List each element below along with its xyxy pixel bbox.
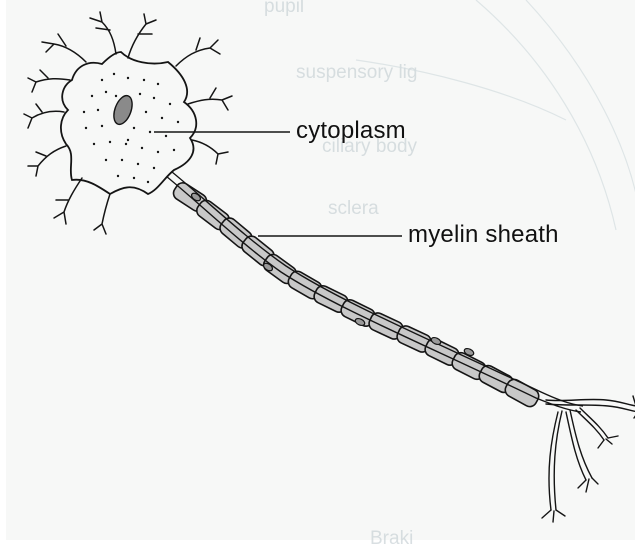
neuron-diagram [6,0,635,548]
ghost-lines [356,0,635,230]
myelin-sheath-label: myelin sheath [408,221,559,249]
axon-terminals [542,396,635,522]
schwann-nuclei [190,192,475,357]
cell-body [61,52,196,194]
cytoplasm-label: cytoplasm [296,117,406,145]
axon [156,164,583,412]
